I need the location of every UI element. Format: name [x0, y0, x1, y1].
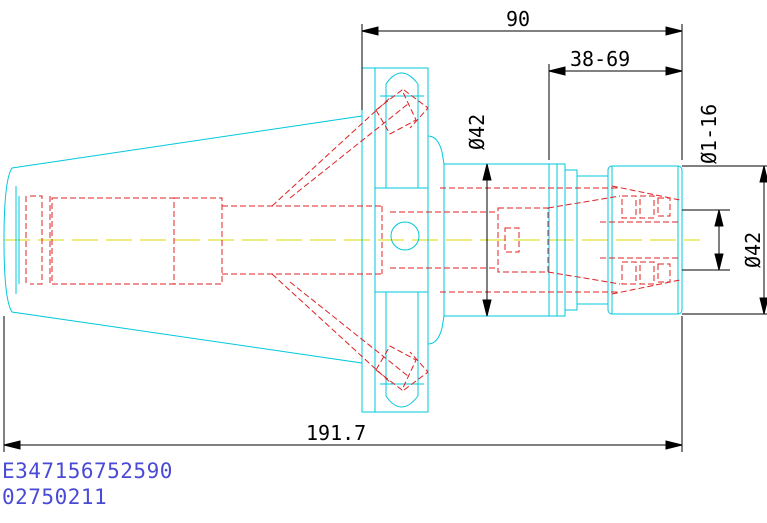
dim-clamping-length: 38-69	[570, 47, 630, 71]
holder-outline	[3, 67, 683, 413]
dimension-lines	[3, 24, 767, 452]
dim-flange-to-nose: 90	[506, 7, 530, 31]
dim-overall-length: 191.7	[306, 421, 366, 445]
hidden-lines	[25, 89, 681, 391]
article-code: E347156752590	[2, 459, 173, 483]
dim-body-diameter: Ø42	[465, 114, 489, 150]
dim-clamping-diameter: Ø1-16	[697, 104, 721, 164]
article-number: 02750211	[2, 485, 108, 509]
dim-nose-diameter: Ø42	[741, 232, 765, 268]
